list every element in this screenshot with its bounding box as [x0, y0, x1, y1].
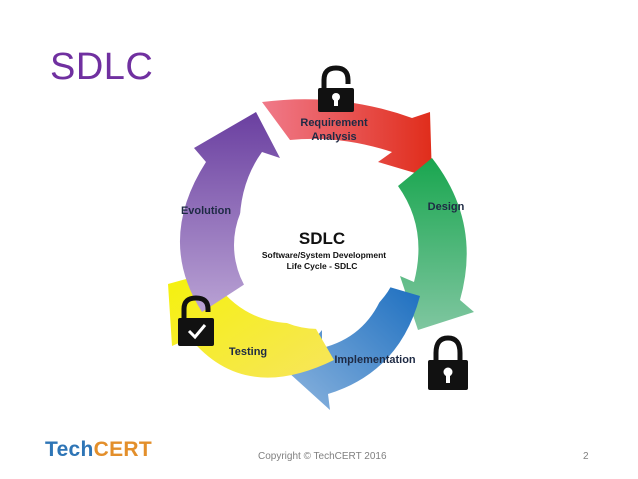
phase-arrow-requirement	[262, 99, 432, 178]
techcert-logo: TechCERT	[45, 438, 152, 462]
logo-part-cert: CERT	[93, 438, 153, 461]
logo-part-tech: Tech	[45, 438, 94, 461]
phase-label-requirement-1: Requirement	[300, 117, 368, 129]
center-subtitle-line1: Software/System Development	[262, 250, 386, 260]
center-title: SDLC	[299, 229, 345, 248]
phase-arrow-design	[398, 158, 474, 330]
slide-title: SDLC	[50, 46, 154, 88]
phase-label-design: Design	[428, 201, 465, 213]
unlocked-padlock-icon	[318, 65, 354, 112]
phase-label-implementation: Implementation	[334, 354, 416, 366]
page-number: 2	[583, 451, 589, 462]
center-circle	[234, 161, 402, 329]
unlocked-padlock-check-icon	[178, 295, 214, 346]
phase-label-evolution: Evolution	[181, 205, 231, 217]
center-subtitle-line2: Life Cycle - SDLC	[287, 261, 358, 271]
copyright-text: Copyright © TechCERT 2016	[258, 451, 387, 462]
locked-padlock-icon	[428, 335, 468, 390]
phase-label-requirement-2: Analysis	[311, 131, 356, 143]
phase-arrow-implementation	[288, 286, 420, 410]
phase-arrow-evolution	[179, 112, 280, 312]
phase-label-testing: Testing	[229, 346, 267, 358]
